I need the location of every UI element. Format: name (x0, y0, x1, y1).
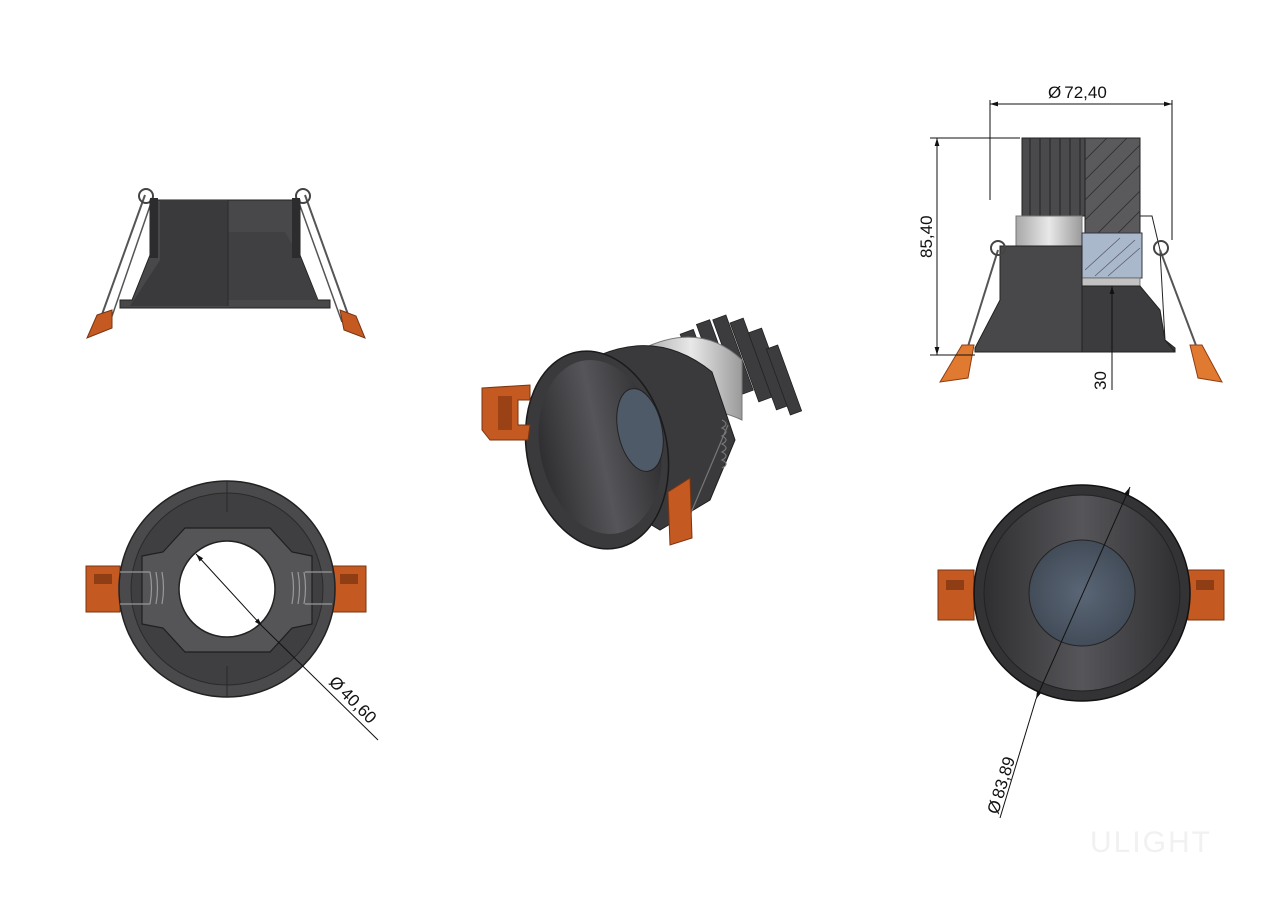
bracket-right (1187, 569, 1225, 621)
isometric-view (481, 314, 803, 550)
spring-hook-icon (138, 188, 154, 204)
spring-hook-icon (990, 240, 1006, 256)
bracket-left (85, 565, 121, 613)
dim-cutout-depth: 30 (1091, 371, 1110, 390)
spring-hook-icon (1153, 240, 1169, 256)
bracket-left (86, 309, 113, 339)
bracket-right (667, 477, 693, 546)
bracket-right (339, 309, 366, 339)
bracket-right (1189, 344, 1223, 383)
dim-outer-diameter: Ø83,89 (984, 754, 1019, 816)
lens (1028, 539, 1136, 647)
bracket-right (331, 565, 367, 613)
side-view (86, 188, 366, 339)
bracket-left (939, 344, 975, 383)
front-view-outer: Ø83,89 (937, 484, 1225, 819)
front-view-inner: Ø40,60 (85, 480, 380, 741)
dim-inner-diameter: Ø40,60 (325, 672, 380, 727)
spring-hook-icon (295, 188, 311, 204)
watermark: ULIGHT (1090, 826, 1212, 859)
bracket-left (937, 569, 975, 621)
dim-height: 85,40 (917, 215, 936, 258)
